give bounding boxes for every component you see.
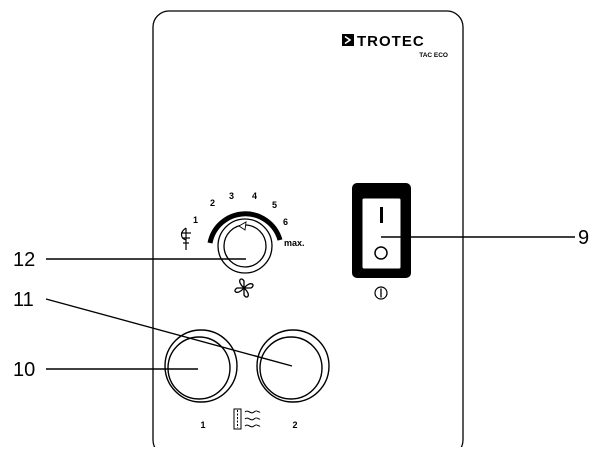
dial-scale-2: 2 [210, 198, 215, 208]
dial-scale-1: 1 [193, 215, 198, 225]
button-2-inner [259, 336, 323, 400]
power-switch[interactable] [352, 183, 411, 278]
callout-9: 9 [578, 227, 589, 249]
callout-11: 11 [13, 289, 34, 311]
brand-model: TAC ECO [419, 52, 448, 59]
button-2-label: 2 [292, 420, 297, 430]
dial-knob-inner [223, 224, 267, 268]
callout-12: 12 [13, 249, 35, 271]
button-1[interactable] [164, 329, 238, 403]
power-symbol-icon [374, 286, 388, 300]
dial-scale-3: 3 [229, 191, 234, 201]
control-panel [152, 10, 464, 452]
heating-icon [233, 408, 261, 430]
button-1-label: 1 [200, 420, 205, 430]
brand-logo-chevron [344, 35, 352, 45]
callout-line-11 [45, 298, 293, 367]
dial-scale-6: 6 [283, 217, 288, 227]
brand-logo-mark [342, 34, 354, 46]
fan-icon [234, 278, 254, 298]
fan-speed-icon [180, 227, 191, 250]
dial-scale-arc [207, 211, 283, 244]
fan-speed-dial[interactable]: 1 2 3 4 5 6 max. [193, 191, 305, 274]
brand-name: TROTEC [357, 33, 425, 50]
power-switch-on-mark [380, 207, 383, 223]
brand-logo: TROTEC TAC ECO [342, 33, 448, 59]
button-1-inner [167, 336, 231, 400]
power-switch-off-mark [374, 246, 388, 260]
power-switch-rocker[interactable] [361, 197, 402, 270]
button-2[interactable] [256, 329, 330, 403]
dial-scale-5: 5 [272, 200, 277, 210]
dial-scale-4: 4 [252, 191, 257, 201]
dial-max-label: max. [284, 238, 305, 248]
dial-pointer [238, 221, 247, 231]
callout-10: 10 [13, 359, 35, 381]
